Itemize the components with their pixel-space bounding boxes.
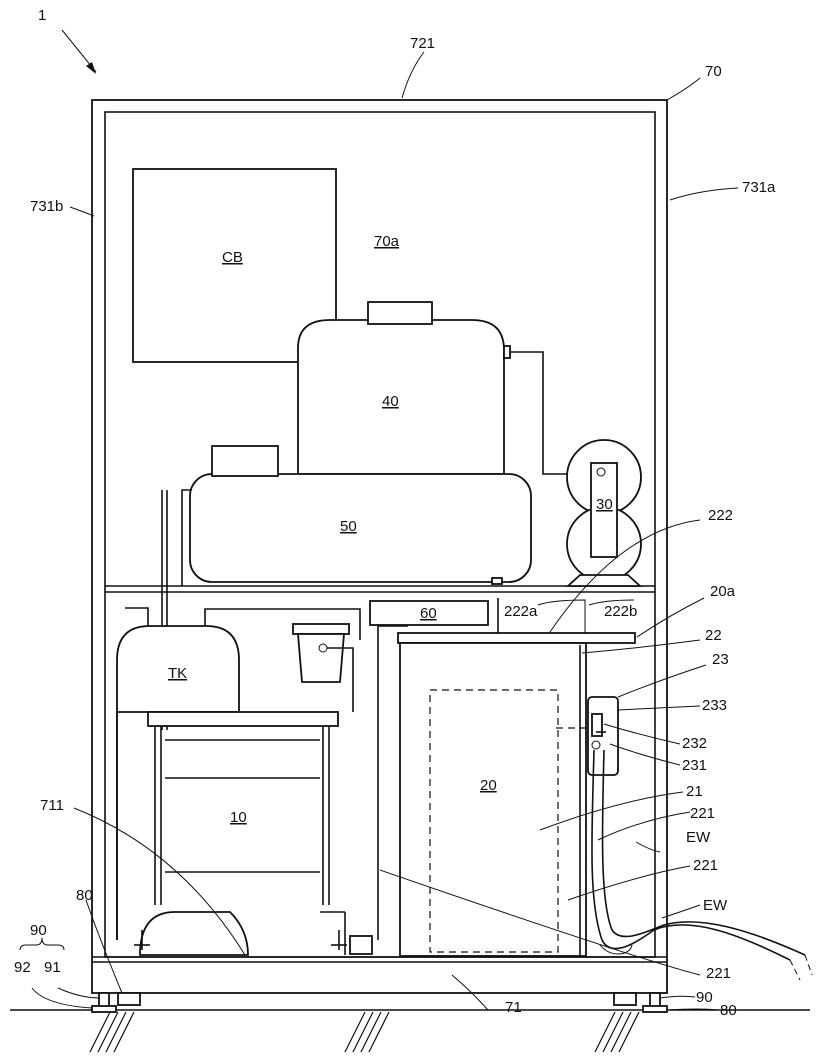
label-80-left: 80 xyxy=(76,887,93,904)
feet xyxy=(92,993,667,1012)
label-22: 22 xyxy=(705,627,722,644)
label-fig-ref: 1 xyxy=(38,7,46,24)
label-ew-a: EW xyxy=(686,829,711,846)
label-50: 50 xyxy=(340,518,357,535)
label-cb: CB xyxy=(222,249,243,266)
label-221-c: 221 xyxy=(706,965,731,982)
label-23: 23 xyxy=(712,651,729,668)
label-233: 233 xyxy=(702,697,727,714)
label-70: 70 xyxy=(705,63,722,80)
label-231: 231 xyxy=(682,757,707,774)
label-70a: 70a xyxy=(374,233,400,250)
label-30: 30 xyxy=(596,496,613,513)
figure-reference-arrow xyxy=(62,30,96,74)
label-40: 40 xyxy=(382,393,399,410)
label-91: 91 xyxy=(44,959,61,976)
label-ew-b: EW xyxy=(703,897,728,914)
label-222: 222 xyxy=(708,507,733,524)
label-tk: TK xyxy=(168,665,187,682)
label-20: 20 xyxy=(480,777,497,794)
label-221-a: 221 xyxy=(690,805,715,822)
label-222a: 222a xyxy=(504,603,538,620)
floor xyxy=(10,1010,810,1052)
label-731b: 731b xyxy=(30,198,63,215)
label-92: 92 xyxy=(14,959,31,976)
label-90-right: 90 xyxy=(696,989,713,1006)
label-711: 711 xyxy=(40,797,64,814)
label-232: 232 xyxy=(682,735,707,752)
label-71: 71 xyxy=(505,999,522,1016)
label-21: 21 xyxy=(686,783,703,800)
label-90-left: 90 xyxy=(30,922,47,939)
label-60: 60 xyxy=(420,605,437,622)
label-721: 721 xyxy=(410,35,435,52)
label-20a: 20a xyxy=(710,583,736,600)
label-731a: 731a xyxy=(742,179,776,196)
label-222b: 222b xyxy=(604,603,637,620)
label-10: 10 xyxy=(230,809,247,826)
label-80-right: 80 xyxy=(720,1002,737,1019)
label-221-b: 221 xyxy=(693,857,718,874)
